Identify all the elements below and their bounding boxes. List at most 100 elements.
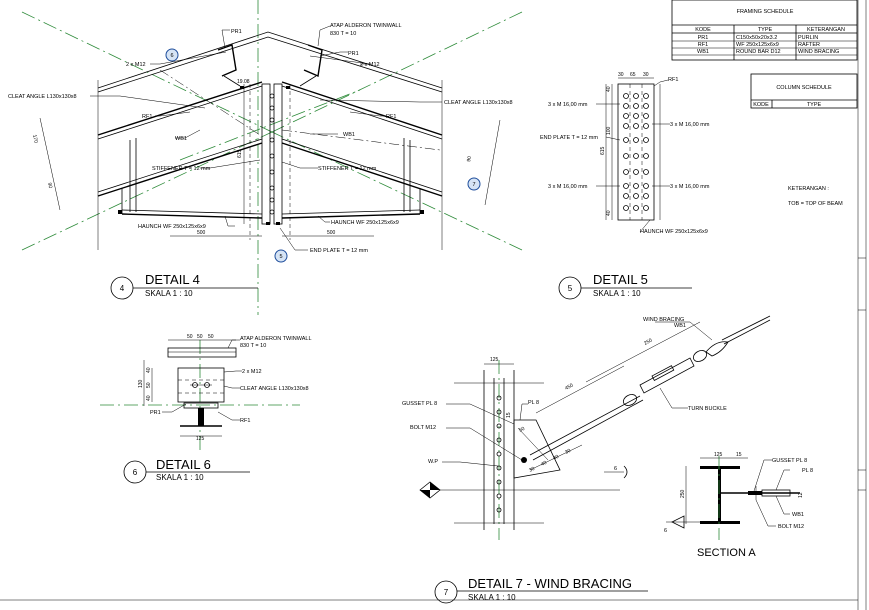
dim-90-left: 90 bbox=[46, 182, 53, 189]
notes: KETERANGAN : TOB = TOP OF BEAM bbox=[788, 186, 843, 207]
detail-5-scale: SKALA 1 : 10 bbox=[593, 289, 641, 298]
label-atap-thickness: 830 T = 10 bbox=[330, 31, 356, 37]
dim-small: 30 bbox=[564, 448, 572, 456]
label-wb1: WB1 bbox=[792, 512, 804, 518]
notes-heading: KETERANGAN : bbox=[788, 186, 829, 192]
dim-615: 615 bbox=[237, 149, 243, 158]
detail-5-number: 5 bbox=[568, 284, 573, 293]
dim-450: 450 bbox=[564, 382, 574, 391]
detail-6-title: DETAIL 6 bbox=[156, 457, 211, 472]
section-bubble-7: 7 bbox=[467, 177, 481, 191]
framing-header-type: TYPE bbox=[758, 27, 773, 33]
dim-side: 40 bbox=[606, 86, 612, 92]
dim-left: 50 bbox=[146, 382, 152, 388]
dim-top: 65 bbox=[630, 72, 636, 78]
label-section-tag: 6 bbox=[664, 528, 667, 534]
framing-row-type: WF 250x125x6x9 bbox=[736, 42, 779, 48]
detail-7: 125 450 250 30 40 40 30 bbox=[402, 315, 771, 604]
label-bolts-m16: 3 x M 16,00 mm bbox=[670, 184, 710, 190]
label-end-plate: END PLATE T = 12 mm bbox=[310, 248, 368, 254]
svg-text:6: 6 bbox=[170, 53, 173, 59]
framing-header-kode: KODE bbox=[695, 27, 711, 33]
label-cleat-angle: CLEAT ANGLE L130x130x8 bbox=[444, 100, 513, 106]
label-bolt: BOLT M12 bbox=[410, 425, 436, 431]
label-pr1: PR1 bbox=[348, 51, 359, 57]
dim-12: 12 bbox=[798, 492, 804, 498]
framing-header-keterangan: KETERANGAN bbox=[807, 27, 845, 33]
dim-bottom: 125 bbox=[196, 436, 205, 442]
detail-6-scale: SKALA 1 : 10 bbox=[156, 473, 204, 482]
label-haunch: HAUNCH WF 250x125x6x9 bbox=[331, 220, 399, 226]
dim-top: 50 bbox=[187, 334, 193, 340]
label-gusset: GUSSET PL 8 bbox=[402, 401, 437, 407]
label-wb1: WB1 bbox=[343, 132, 355, 138]
label-cleat-angle: CLEAT ANGLE L130x130x8 bbox=[240, 386, 309, 392]
label-wb1: WB1 bbox=[175, 136, 187, 142]
framing-row-kode: PR1 bbox=[698, 35, 709, 41]
end-plate-bolt-grid bbox=[623, 93, 649, 211]
label-atap: ATAP ALDERON TWINWALL bbox=[330, 23, 402, 29]
notes-tob: TOB = TOP OF BEAM bbox=[788, 201, 843, 207]
label-pl8: PL 8 bbox=[528, 400, 539, 406]
detail-4-number: 4 bbox=[120, 284, 125, 293]
dim-500-right: 500 bbox=[327, 230, 336, 236]
label-bolts-m16: 3 x M 16,00 mm bbox=[670, 122, 710, 128]
label-rf1: RF1 bbox=[240, 418, 250, 424]
section-a: 125 15 250 12 6 GUSSET PL 8 PL 8 WB1 BOL… bbox=[664, 452, 813, 559]
framing-row-type: C150x50x20x3.2 bbox=[736, 35, 777, 41]
dim-15: 15 bbox=[506, 412, 512, 418]
framing-row-type: ROUND BAR D12 bbox=[736, 49, 781, 55]
detail-4-title: DETAIL 4 bbox=[145, 272, 200, 287]
column-header-type: TYPE bbox=[807, 102, 822, 108]
detail-4: 170 90 170 90 615 500 500 19.08 bbox=[8, 0, 523, 315]
label-bolts-m12: 2 x M12 bbox=[242, 369, 262, 375]
dim-250: 250 bbox=[643, 337, 653, 346]
detail-4-scale: SKALA 1 : 10 bbox=[145, 289, 193, 298]
detail-5: 30 65 30 615 40 100 40 RF1 3 x M 16,00 m… bbox=[540, 72, 710, 300]
label-stiffener: STIFFENER T = 12 mm bbox=[318, 166, 377, 172]
detail-7-number: 7 bbox=[444, 588, 449, 597]
dim-250: 250 bbox=[680, 489, 686, 498]
dim-19-08: 19.08 bbox=[237, 79, 250, 85]
dim-top: 50 bbox=[208, 334, 214, 340]
dim-left: 40 bbox=[146, 367, 152, 373]
label-rf1: RF1 bbox=[386, 114, 396, 120]
framing-row-keterangan: RAFTER bbox=[798, 42, 820, 48]
dim-615: 615 bbox=[600, 146, 606, 155]
column-schedule-title: COLUMN SCHEDULE bbox=[776, 85, 832, 91]
label-bolts-m12: 2 x M12 bbox=[360, 62, 380, 68]
dim-small: 40 bbox=[540, 460, 548, 468]
dim-height: 130 bbox=[138, 379, 144, 388]
label-end-plate: END PLATE T = 12 mm bbox=[540, 135, 598, 141]
label-rf1: RF1 bbox=[668, 77, 678, 83]
dim-15: 15 bbox=[736, 452, 742, 458]
label-section-tag: 6 bbox=[614, 466, 617, 472]
dim-500-left: 500 bbox=[197, 230, 206, 236]
framing-row-kode: RF1 bbox=[698, 42, 708, 48]
label-gusset: GUSSET PL 8 bbox=[772, 458, 807, 464]
label-rf1: RF1 bbox=[142, 114, 152, 120]
framing-row-kode: WB1 bbox=[697, 49, 709, 55]
dim-left: 40 bbox=[146, 395, 152, 401]
framing-row-keterangan: PURLIN bbox=[798, 35, 818, 41]
label-bolts-m12: 2 x M12 bbox=[126, 62, 146, 68]
label-atap-thickness: 830 T = 10 bbox=[240, 343, 266, 349]
detail-6-number: 6 bbox=[133, 468, 138, 477]
dim-top: 30 bbox=[643, 72, 649, 78]
dim-125: 125 bbox=[490, 357, 499, 363]
framing-row-keterangan: WIND BRACING bbox=[798, 49, 839, 55]
dim-top: 30 bbox=[618, 72, 624, 78]
detail-5-title: DETAIL 5 bbox=[593, 272, 648, 287]
framing-schedule-title: FRAMING SCHEDULE bbox=[737, 9, 794, 15]
framing-schedule: FRAMING SCHEDULE KODE TYPE KETERANGAN PR… bbox=[671, 0, 858, 61]
dim-small: 30 bbox=[528, 466, 536, 474]
label-wind-bracing: WIND BRACING bbox=[643, 317, 684, 323]
label-haunch: HAUNCH WF 250x125x6x9 bbox=[640, 229, 708, 235]
label-atap: ATAP ALDERON TWINWALL bbox=[240, 336, 312, 342]
detail-7-title: DETAIL 7 - WIND BRACING bbox=[468, 576, 632, 591]
label-bolts-m16: 3 x M 16,00 mm bbox=[548, 184, 588, 190]
dim-top: 50 bbox=[197, 334, 203, 340]
column-header-kode: KODE bbox=[753, 102, 769, 108]
label-turn-buckle: TURN BUCKLE bbox=[688, 406, 727, 412]
